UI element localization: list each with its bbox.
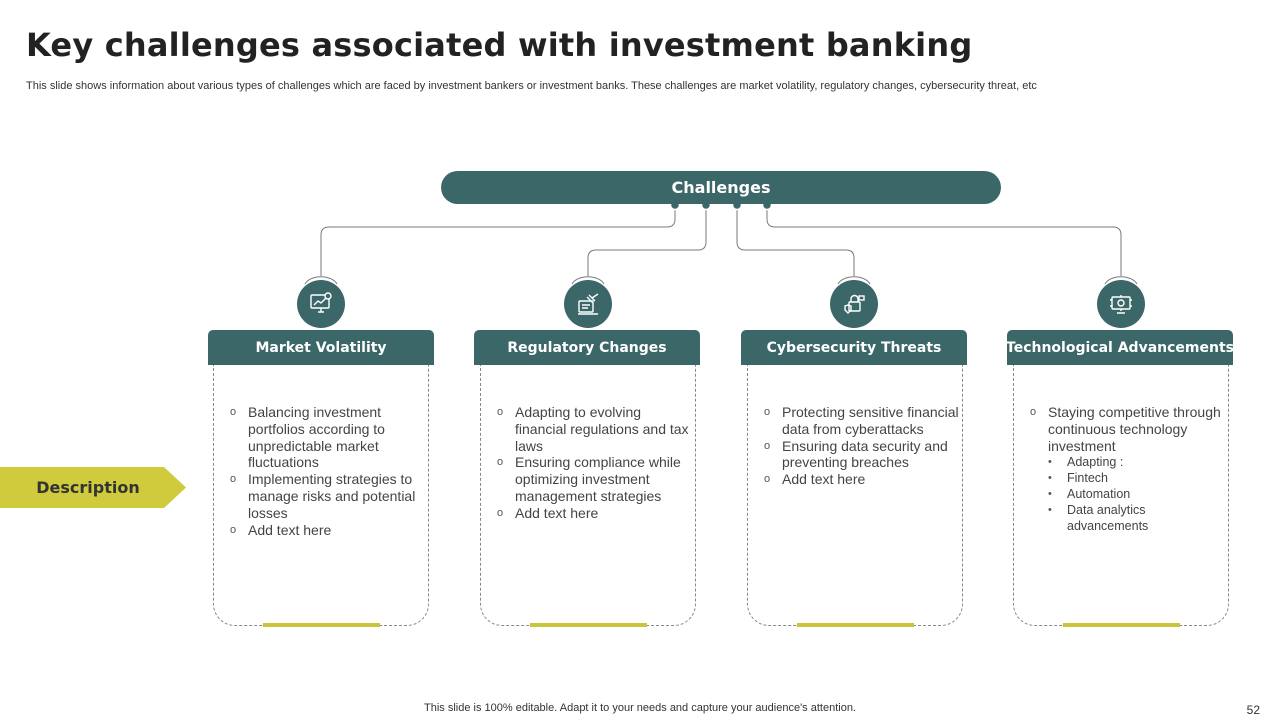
list-item: Add text here [230, 522, 426, 539]
padlock-shield-icon [830, 280, 878, 328]
card-market-volatility: Balancing investment portfolios accordin… [213, 365, 429, 627]
card-accent-bar [1063, 623, 1180, 627]
slide-title: Key challenges associated with investmen… [26, 26, 973, 64]
bullet-list: Protecting sensitive financial data from… [764, 404, 960, 488]
list-item: Ensuring compliance while optimizing inv… [497, 454, 693, 504]
bullet-list: Staying competitive through continuous t… [1030, 404, 1226, 534]
list-item: Add text here [764, 471, 960, 488]
card-cybersecurity-threats: Protecting sensitive financial data from… [747, 365, 963, 627]
column-header-cybersecurity-threats: Cybersecurity Threats [741, 330, 967, 365]
bullet-list: Adapting to evolving financial regulatio… [497, 404, 693, 522]
list-item: Staying competitive through continuous t… [1030, 404, 1226, 454]
tech-monitor-icon [1097, 280, 1145, 328]
column-header-technological-advancements: Technological Advancements [1006, 330, 1234, 365]
bullet-list: Balancing investment portfolios accordin… [230, 404, 426, 538]
card-accent-bar [797, 623, 914, 627]
chart-monitor-icon [297, 280, 345, 328]
challenges-root-pill: Challenges [441, 171, 1001, 204]
page-number: 52 [1246, 703, 1260, 717]
gavel-document-icon [564, 280, 612, 328]
list-item: Implementing strategies to manage risks … [230, 471, 426, 521]
list-item: Balancing investment portfolios accordin… [230, 404, 426, 471]
column-header-regulatory-changes: Regulatory Changes [474, 330, 700, 365]
list-item: Ensuring data security and preventing br… [764, 438, 960, 472]
list-item: Protecting sensitive financial data from… [764, 404, 960, 438]
sub-list-item: Fintech [1030, 470, 1226, 486]
slide-subtitle: This slide shows information about vario… [26, 80, 1037, 92]
list-item: Adapting to evolving financial regulatio… [497, 404, 693, 454]
column-header-market-volatility: Market Volatility [208, 330, 434, 365]
card-regulatory-changes: Adapting to evolving financial regulatio… [480, 365, 696, 627]
sub-list-item: Adapting : [1030, 454, 1226, 470]
sub-list-item: Automation [1030, 486, 1226, 502]
sub-list-item: Data analytics advancements [1030, 502, 1226, 534]
list-item: Add text here [497, 505, 693, 522]
card-technological-advancements: Staying competitive through continuous t… [1013, 365, 1229, 627]
description-tag: Description [0, 467, 186, 508]
footer-note: This slide is 100% editable. Adapt it to… [424, 702, 856, 714]
card-accent-bar [530, 623, 647, 627]
card-accent-bar [263, 623, 380, 627]
